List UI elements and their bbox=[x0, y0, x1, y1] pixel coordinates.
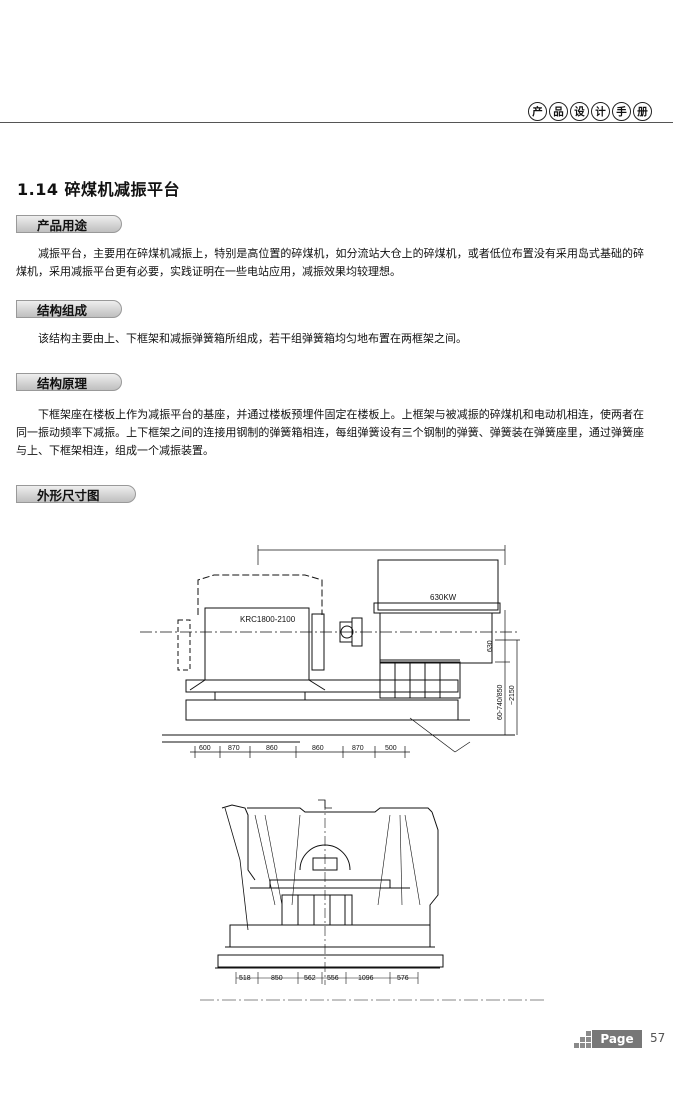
paragraph-principle-text: 下框架座在楼板上作为减振平台的基座，并通过楼板预埋件固定在楼板上。上框架与被减振… bbox=[16, 408, 644, 457]
header-bubble: 手 bbox=[612, 102, 631, 121]
motor-power-label: 630KW bbox=[430, 593, 457, 602]
heading-usage: 产品用途 bbox=[16, 215, 122, 233]
heading-principle: 结构原理 bbox=[16, 373, 122, 391]
header-bubble: 设 bbox=[570, 102, 589, 121]
header-title-bubbles: 产 品 设 计 手 册 bbox=[528, 102, 652, 121]
dim-label: 562 bbox=[304, 975, 316, 982]
heading-structure: 结构组成 bbox=[16, 300, 122, 318]
paragraph-structure-text: 该结构主要由上、下框架和减振弹簧箱所组成，若干组弹簧箱均匀地布置在两框架之间。 bbox=[38, 332, 467, 345]
paragraph-principle: 下框架座在楼板上作为减振平台的基座，并通过楼板预埋件固定在楼板上。上框架与被减振… bbox=[16, 406, 644, 460]
dim-label: 860 bbox=[312, 745, 324, 752]
page-number: 57 bbox=[650, 1031, 666, 1045]
header-bubble: 册 bbox=[633, 102, 652, 121]
paragraph-structure: 该结构主要由上、下框架和减振弹簧箱所组成，若干组弹簧箱均匀地布置在两框架之间。 bbox=[16, 330, 644, 348]
header-bubble: 计 bbox=[591, 102, 610, 121]
dim-label: 870 bbox=[352, 745, 364, 752]
dim-label-vertical: 60-740/850 bbox=[497, 684, 504, 720]
dim-label: 1096 bbox=[358, 975, 374, 982]
dim-label: 860 bbox=[266, 745, 278, 752]
dim-label: 850 bbox=[271, 975, 283, 982]
section-title: 1.14 碎煤机减振平台 bbox=[17, 180, 181, 199]
dim-label: 870 bbox=[228, 745, 240, 752]
paragraph-usage-text: 减振平台，主要用在碎煤机减振上，特别是高位置的碎煤机，如分流站大仓上的碎煤机，或… bbox=[16, 247, 644, 278]
page-label: Page bbox=[592, 1030, 642, 1048]
dim-label: 518 bbox=[239, 975, 251, 982]
paragraph-usage: 减振平台，主要用在碎煤机减振上，特别是高位置的碎煤机，如分流站大仓上的碎煤机，或… bbox=[16, 245, 644, 281]
heading-dimensions: 外形尺寸图 bbox=[16, 485, 136, 503]
header-bubble: 品 bbox=[549, 102, 568, 121]
dim-label: 600 bbox=[199, 745, 211, 752]
dim-label: 500 bbox=[385, 745, 397, 752]
dim-label: 556 bbox=[327, 975, 339, 982]
header-divider bbox=[0, 122, 673, 123]
dim-label: 576 bbox=[397, 975, 409, 982]
crusher-model-label: KRC1800-2100 bbox=[240, 615, 296, 624]
header-bubble: 产 bbox=[528, 102, 547, 121]
dim-label-vertical: ~2150 bbox=[509, 685, 516, 705]
dim-label-vertical: 630 bbox=[487, 640, 494, 652]
